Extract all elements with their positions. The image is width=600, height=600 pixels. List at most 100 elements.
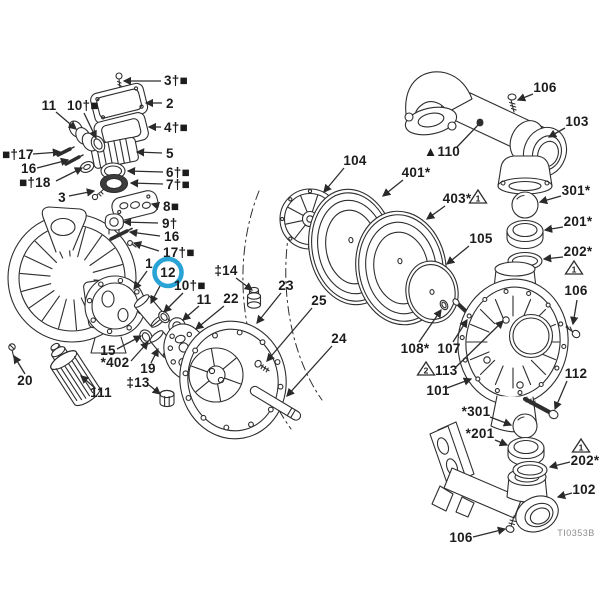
muffler-drawing — [50, 342, 101, 407]
leader-lines-layer — [13, 76, 579, 538]
leader-104 — [323, 167, 345, 193]
callout-1: 1 — [145, 256, 153, 271]
leader-106-bottom — [472, 526, 507, 538]
leader-11-mid — [182, 305, 200, 321]
callout-label-104: 104 — [343, 153, 367, 168]
leader-14 — [235, 277, 254, 291]
callout-label-17-left: ■†17 — [2, 147, 34, 162]
callout-401: 401* — [402, 165, 431, 180]
callout-label-10-top: 10†■ — [67, 98, 99, 113]
callout-label-24: 24 — [331, 331, 347, 346]
figure-code: TI0353B — [557, 528, 595, 538]
leader-103 — [547, 127, 566, 138]
leader-15 — [116, 335, 143, 350]
callout-8: 8■ — [163, 199, 179, 214]
callout-label-12: 12 — [160, 265, 176, 280]
oring-202-bottom-drawing — [512, 460, 548, 480]
leader-16-left — [36, 157, 70, 169]
warning-triangle-403 — [468, 188, 488, 204]
leader-16-mid — [128, 228, 161, 238]
leader-dot-110 — [476, 119, 484, 127]
bushing-13-drawing — [159, 389, 175, 408]
leader-6 — [126, 166, 164, 176]
leader-12 — [150, 283, 162, 305]
callout-label-102: 102 — [572, 482, 595, 497]
leader-10-top — [83, 112, 97, 140]
ball-301-top-drawing — [511, 191, 539, 219]
air-valve-stack-drawing — [56, 72, 159, 248]
callout-label-110: ▲110 — [424, 144, 460, 159]
upper-housing-drawing — [497, 155, 553, 195]
outlet-manifold-drawing — [404, 71, 568, 178]
callout-15: 15 — [100, 343, 116, 358]
callout-label-6: 6†■ — [166, 165, 190, 180]
callout-label-201-bottom: *201 — [466, 426, 495, 441]
air-fitting-14-drawing — [246, 286, 262, 309]
callout-10-top: 10†■ — [67, 98, 99, 113]
callout-24: 24 — [331, 331, 347, 346]
pin-16-left-drawing — [64, 154, 84, 166]
callout-label-11-mid: 11 — [197, 292, 212, 307]
gasket-108-drawing — [439, 299, 449, 311]
screw-3-left-drawing — [91, 188, 105, 201]
callout-16-left: 16 — [21, 161, 37, 176]
callout-label-202-bottom: 202* — [571, 453, 600, 468]
callout-4: 4†■ — [164, 120, 188, 135]
leader-301-top — [538, 195, 562, 205]
callout-11-top: 11 — [42, 98, 57, 113]
leader-110 — [456, 122, 481, 148]
callout-201-bottom: *201 — [466, 426, 495, 441]
callout-6: 6†■ — [166, 165, 190, 180]
screw-106-right-drawing — [565, 324, 581, 339]
oring-10-top-drawing — [90, 135, 106, 153]
grommet-18-drawing — [79, 161, 95, 173]
callout-105: 105 — [469, 231, 492, 246]
callout-16-mid: 16 — [164, 229, 180, 244]
callout-9: 9† — [162, 216, 178, 231]
callout-label-3-left: 3 — [58, 190, 66, 205]
inlet-manifold-drawing — [429, 421, 559, 533]
callout-23: 23 — [278, 278, 294, 293]
callout-110: ▲110 — [424, 144, 460, 159]
highlight-ring[interactable] — [152, 256, 184, 289]
callout-label-9: 9† — [162, 216, 178, 231]
callout-7: 7†■ — [166, 177, 190, 192]
callout-label-113: 113 — [435, 363, 458, 378]
callout-301-top: 301* — [562, 183, 591, 198]
callout-label-103: 103 — [565, 114, 589, 129]
screw-3-drawing — [115, 72, 123, 89]
callout-label-106-right: 106 — [564, 283, 588, 298]
callout-label-16-left: 16 — [21, 161, 37, 176]
callout-5: 5 — [166, 146, 174, 161]
callout-13: ‡13 — [126, 375, 149, 390]
callout-106-bottom: 106 — [449, 530, 473, 545]
bearing-12-drawing — [133, 294, 167, 328]
leader-22 — [195, 305, 225, 330]
callout-106-top: 106 — [533, 80, 556, 95]
callout-label-7: 7†■ — [166, 177, 190, 192]
leader-107 — [452, 318, 468, 343]
leader-403 — [425, 205, 446, 220]
callout-25: 25 — [311, 293, 327, 308]
callout-201-top: 201* — [564, 214, 593, 229]
callout-101: 101 — [426, 383, 449, 398]
leader-17-left — [32, 148, 62, 157]
callout-label-108: 108* — [401, 341, 430, 356]
leader-111 — [80, 375, 96, 389]
leader-106-top — [516, 93, 534, 102]
air-cover-plate-23-drawing — [179, 320, 287, 440]
warning-triangle-number-202-top: 1 — [572, 265, 577, 275]
callout-107: 107 — [437, 341, 460, 356]
callout-3-top: 3†■ — [164, 73, 188, 88]
callout-label-301-top: 301* — [562, 183, 591, 198]
air-motor-housing-drawing — [7, 206, 146, 354]
callout-label-301-bottom: *301 — [462, 404, 491, 419]
screw-106-bottom-drawing — [505, 515, 517, 533]
callout-111: 111 — [90, 385, 112, 400]
callout-label-1: 1 — [145, 256, 153, 271]
callout-label-106-bottom: 106 — [449, 530, 473, 545]
callout-19: 19 — [140, 361, 155, 376]
callout-label-3-top: 3†■ — [164, 73, 188, 88]
